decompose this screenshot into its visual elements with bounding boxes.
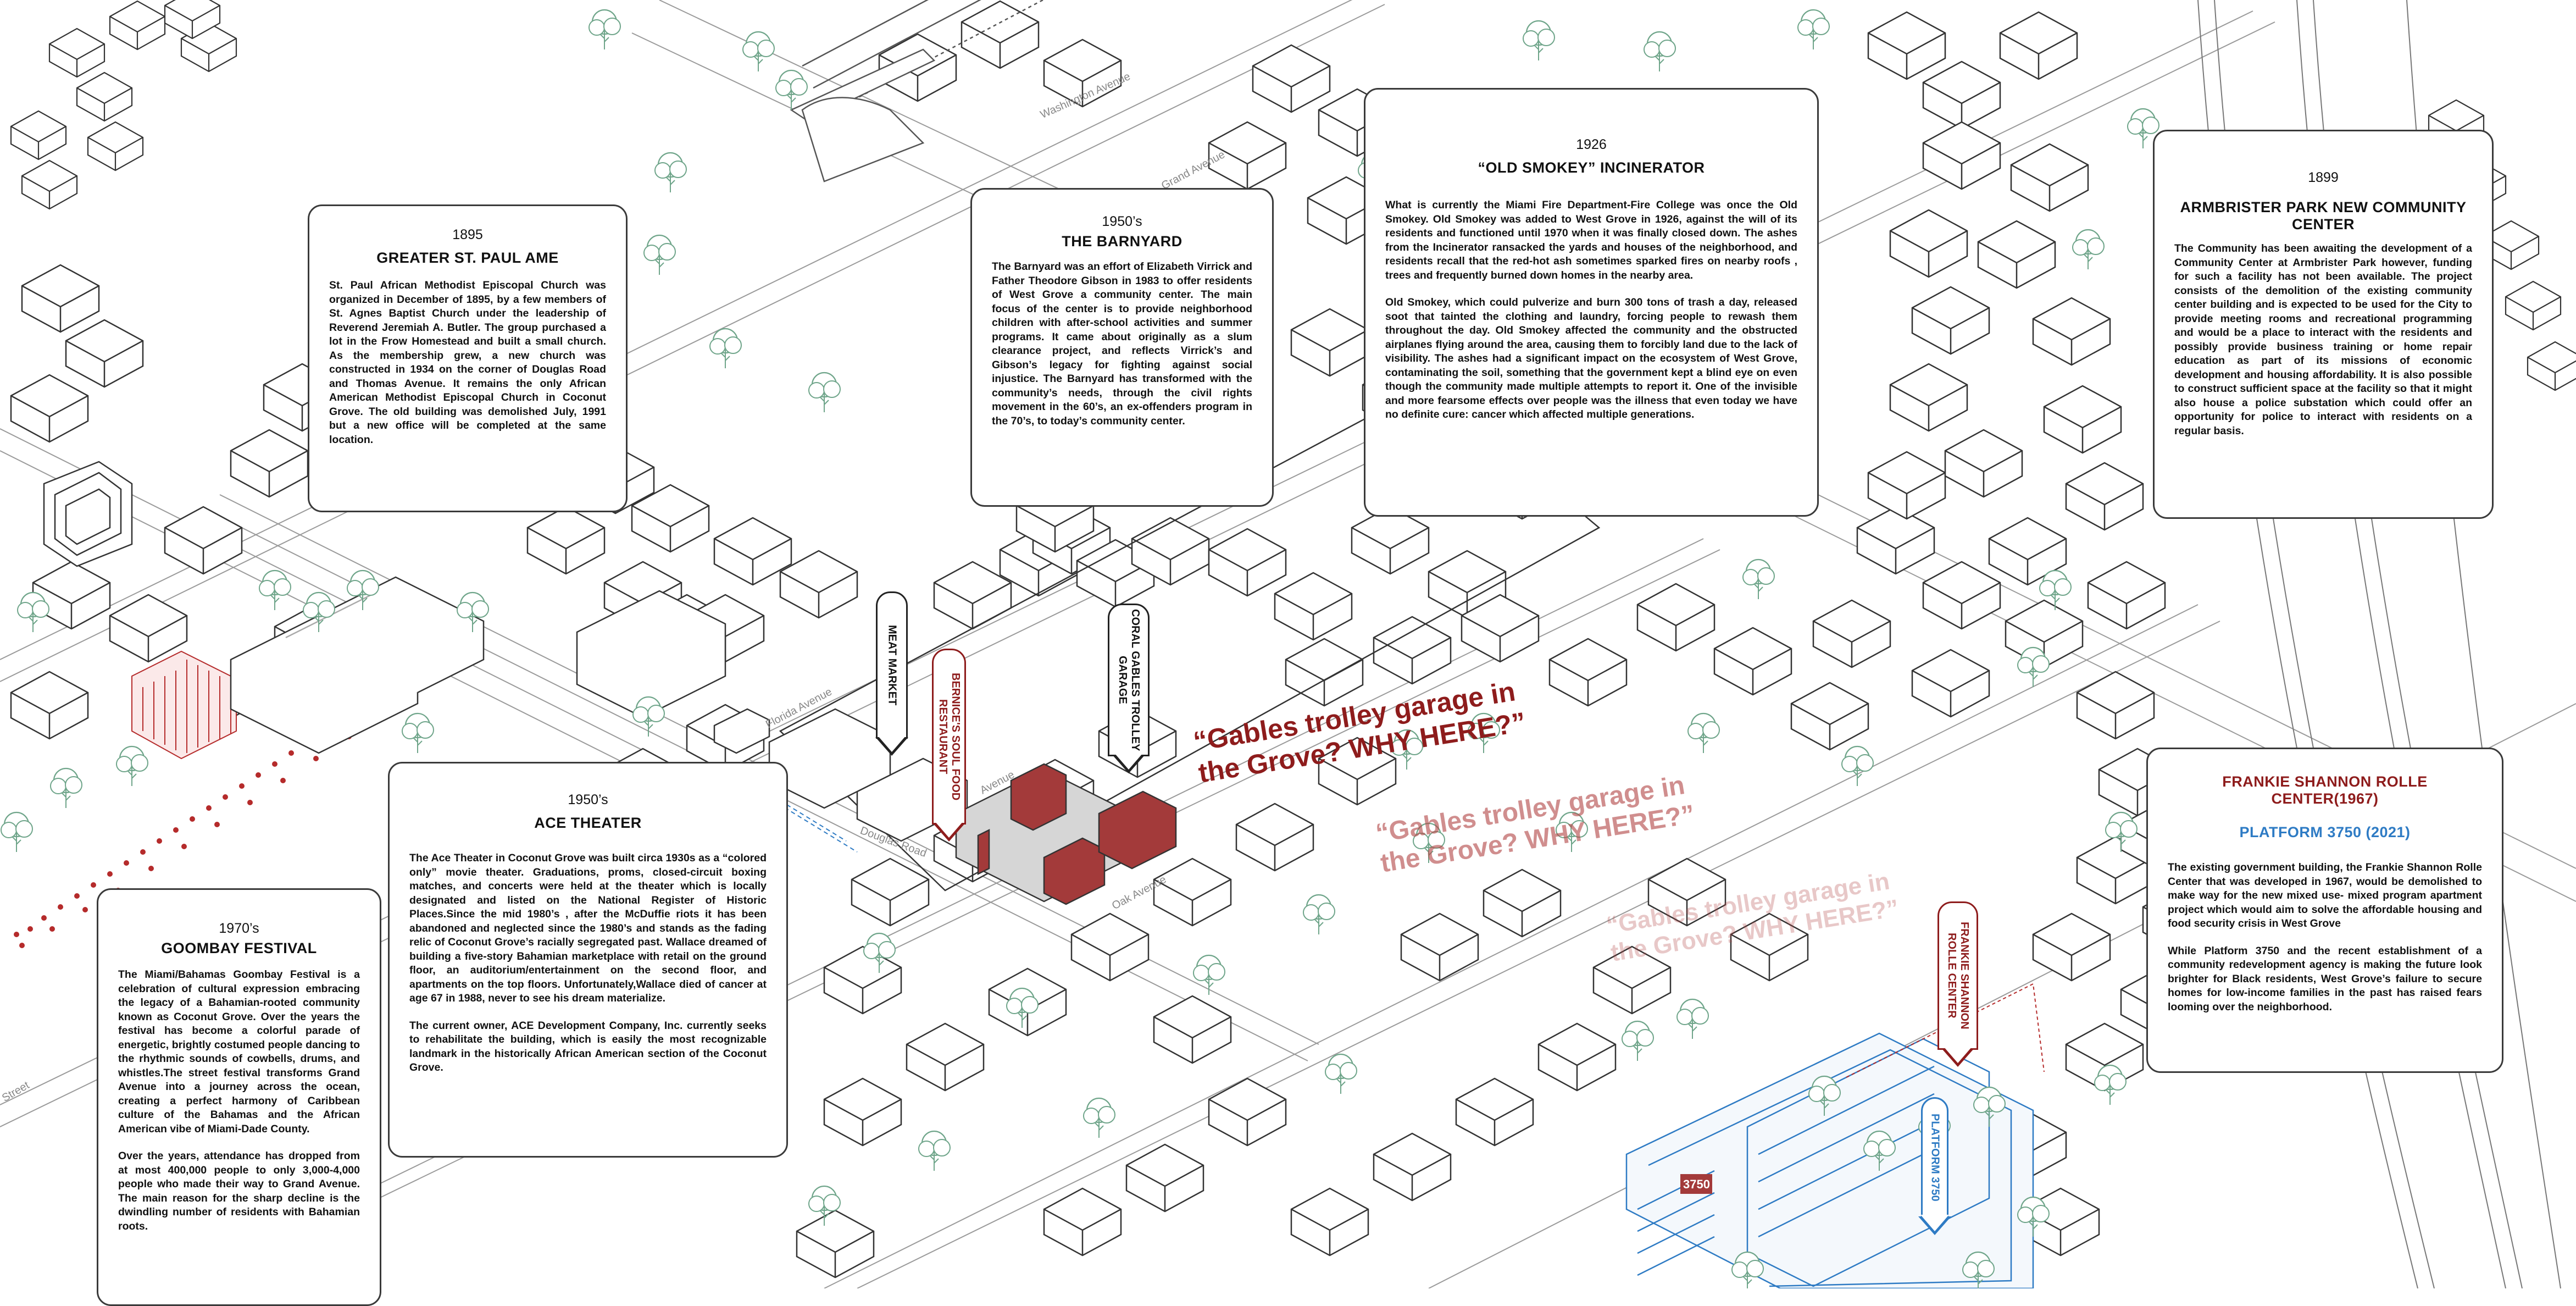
- card-title: FRANKIE SHANNON ROLLE CENTER(1967): [2222, 773, 2428, 807]
- tag-meat-market: MEAT MARKET: [875, 591, 908, 756]
- ace-theater-drawing: [230, 576, 485, 754]
- card-title: GOOMBAY FESTIVAL: [161, 940, 317, 956]
- card-body-2: The current owner, ACE Development Compa…: [409, 1019, 767, 1074]
- card-title: ACE THEATER: [534, 815, 642, 831]
- card-year: 1950’s: [1102, 214, 1142, 229]
- card-the-barnyard: 1950’s THE BARNYARD The Barnyard was an …: [970, 188, 1274, 507]
- hatched-building: [131, 650, 237, 760]
- church-drawing: [43, 461, 133, 567]
- card-year: 1970’s: [219, 921, 259, 936]
- card-greater-st-paul-ame: 1895 GREATER ST. PAUL AME St. Paul Afric…: [308, 204, 628, 512]
- card-title: THE BARNYARD: [1062, 233, 1182, 250]
- tag-label: FRANKIE SHANNON ROLLE CENTER: [1946, 922, 1970, 1030]
- card-body-1: The Ace Theater in Coconut Grove was bui…: [409, 852, 767, 1004]
- tag-platform-3750: PLATFORM 3750: [1918, 1097, 1951, 1235]
- card-old-smokey-incinerator: 1926 “OLD SMOKEY” INCINERATOR What is cu…: [1364, 88, 1819, 517]
- card-body-2: While Platform 3750 and the recent estab…: [2168, 944, 2482, 1013]
- tag-bernices-soul-food: BERNICE'S SOUL FOOD RESTAURANT: [932, 649, 966, 842]
- platform-3750-drawing: [1625, 983, 2045, 1288]
- card-ace-theater: 1950’s ACE THEATER The Ace Theater in Co…: [388, 762, 788, 1158]
- tag-label: PLATFORM 3750: [1929, 1114, 1941, 1202]
- card-year: 1899: [2308, 170, 2339, 185]
- tag-pointer: [932, 821, 965, 842]
- tag-label: CORAL GABLES TROLLEY GARAGE: [1117, 608, 1141, 751]
- card-frankie-shannon-rolle-center: FRANKIE SHANNON ROLLE CENTER(1967) PLATF…: [2146, 748, 2503, 1073]
- tag-pointer: [875, 735, 908, 756]
- overpass: [790, 0, 1045, 182]
- card-year: 1895: [452, 227, 483, 242]
- card-armbrister-park: 1899 ARMBRISTER PARK NEW COMMUNITY CENTE…: [2153, 130, 2494, 519]
- card-year: 1926: [1576, 137, 1607, 152]
- card-body: The Community has been awaiting the deve…: [2174, 242, 2472, 437]
- card-body-1: The existing government building, the Fr…: [2168, 861, 2482, 929]
- platform-3750-sign: [1680, 1174, 1712, 1194]
- card-body-1: The Miami/Bahamas Goombay Festival is a …: [118, 969, 360, 1135]
- card-body: The Barnyard was an effort of Elizabeth …: [992, 261, 1252, 427]
- tag-label: MEAT MARKET: [886, 624, 898, 706]
- card-body: St. Paul African Methodist Episcopal Chu…: [329, 279, 606, 446]
- tag-pointer: [1918, 1215, 1951, 1235]
- card-body-2: Old Smokey, which could pulverize and bu…: [1385, 296, 1797, 420]
- card-body-1: What is currently the Miami Fire Departm…: [1385, 199, 1797, 281]
- tag-pointer: [1941, 1047, 1974, 1067]
- barnyard-block: [576, 384, 1601, 905]
- tag-frankie-shannon-rolle: FRANKIE SHANNON ROLLE CENTER: [1937, 901, 1978, 1067]
- card-title: ARMBRISTER PARK NEW COMMUNITY CENTER: [2180, 199, 2467, 233]
- card-title: “OLD SMOKEY” INCINERATOR: [1478, 159, 1705, 176]
- card-title: GREATER ST. PAUL AME: [376, 250, 559, 266]
- tag-pointer: [1112, 753, 1145, 773]
- platform-3750-sign-text: 3750: [1683, 1177, 1710, 1191]
- card-year: 1950’s: [568, 792, 608, 807]
- card-goombay-festival: 1970’s GOOMBAY FESTIVAL The Miami/Bahama…: [97, 888, 381, 1306]
- tag-label: BERNICE'S SOUL FOOD RESTAURANT: [937, 672, 962, 801]
- card-subtitle: PLATFORM 3750 (2021): [2239, 824, 2411, 840]
- card-body-2: Over the years, attendance has dropped f…: [118, 1150, 360, 1232]
- tag-coral-gables-trolley-garage: CORAL GABLES TROLLEY GARAGE: [1108, 604, 1150, 773]
